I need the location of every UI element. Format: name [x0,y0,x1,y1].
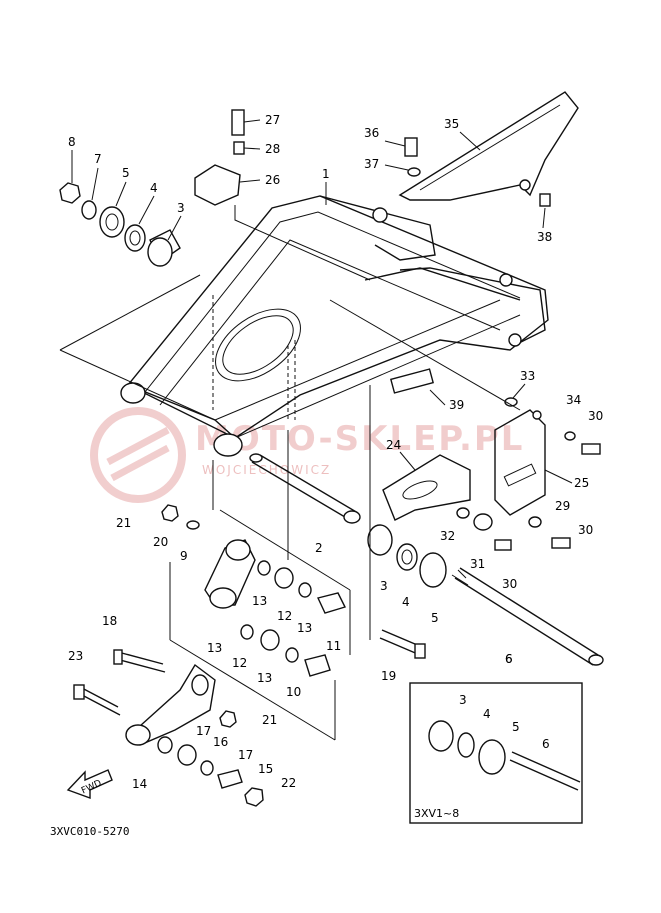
callout-16: 16 [213,735,228,749]
callout-9: 9 [180,549,188,563]
callout-31: 31 [470,557,485,571]
callout-6: 6 [505,652,513,666]
callout-13d: 13 [257,671,272,685]
diagram-code: 3XVC010-5270 [50,825,129,838]
callout-4: 4 [150,181,158,195]
callout-28: 28 [265,142,280,156]
connecting-rod [125,663,264,807]
callout-7: 7 [94,152,102,166]
inset-title: 3XV1~8 [414,807,459,820]
callout-37: 37 [364,157,379,171]
callout-12b: 12 [232,656,247,670]
callout-20: 20 [153,535,168,549]
swingarm-frame [120,195,549,457]
callout-18: 18 [102,614,117,628]
callout-24: 24 [386,438,401,452]
pivot-bearings-right [367,524,447,588]
callout-22: 22 [281,776,296,790]
watermark-text: MOTO-SKLEP.PL [195,419,524,459]
callout-13b: 13 [297,621,312,635]
callout-5: 5 [122,166,130,180]
callout-38: 38 [537,230,552,244]
fwd-label: FWD [80,779,103,797]
callout-19: 19 [381,669,396,683]
linkage-bolts [73,504,426,716]
callouts: 1 2 3 4 5 6 7 8 9 10 11 12 12 13 13 13 1… [68,113,603,791]
callout-25: 25 [574,476,589,490]
callout-5-inset: 5 [512,720,520,734]
callout-23: 23 [68,649,83,663]
fwd-arrow-icon: FWD [66,769,113,799]
callout-21b: 21 [262,713,277,727]
callout-2: 2 [315,541,323,555]
callout-4-right: 4 [402,595,410,609]
callout-26: 26 [265,173,280,187]
callout-32: 32 [440,529,455,543]
callout-33: 33 [520,369,535,383]
callout-6-right: 6 [505,652,513,666]
chain-puller [382,454,471,521]
chain-plate [494,409,546,516]
callout-8: 8 [68,135,76,149]
callout-30b: 30 [578,523,593,537]
callout-27: 27 [265,113,280,127]
guard-bolts [404,137,551,207]
small-hardware [456,397,601,551]
callout-13c: 13 [207,641,222,655]
watermark: MOTO-SKLEP.PL WOJCIECHOWICZ [90,407,524,503]
relay-arm [204,539,346,677]
callout-17a: 17 [196,724,211,738]
callout-17b: 17 [238,748,253,762]
callout-15: 15 [258,762,273,776]
callout-3-right: 3 [380,579,388,593]
callout-14: 14 [132,777,147,791]
top-fasteners [194,109,371,281]
callout-36: 36 [364,126,379,140]
callout-3-inset: 3 [459,693,467,707]
wheel-axle [451,567,604,666]
callout-11: 11 [326,639,341,653]
callout-leaders [71,119,573,484]
watermark-logo-icon [90,407,186,503]
leader-lines [59,274,521,741]
callout-4-inset: 4 [483,707,491,721]
chain-guard [398,91,579,201]
callout-12a: 12 [277,609,292,623]
watermark-logo-mark [106,426,170,482]
callout-30a: 30 [588,409,603,423]
callout-5-right: 5 [431,611,439,625]
callout-10: 10 [286,685,301,699]
callout-21a: 21 [116,516,131,530]
callout-35: 35 [444,117,459,131]
callout-1: 1 [322,167,330,181]
callout-34: 34 [566,393,581,407]
callout-6-inset: 6 [542,737,550,751]
callout-29: 29 [555,499,570,513]
inset-box: 3XV1~8 [409,682,583,824]
pivot-bearings-left [59,182,181,267]
callout-39: 39 [449,398,464,412]
callout-30c: 30 [502,577,517,591]
callout-3: 3 [177,201,185,215]
callout-13a: 13 [252,594,267,608]
pivot-shaft [249,453,361,524]
